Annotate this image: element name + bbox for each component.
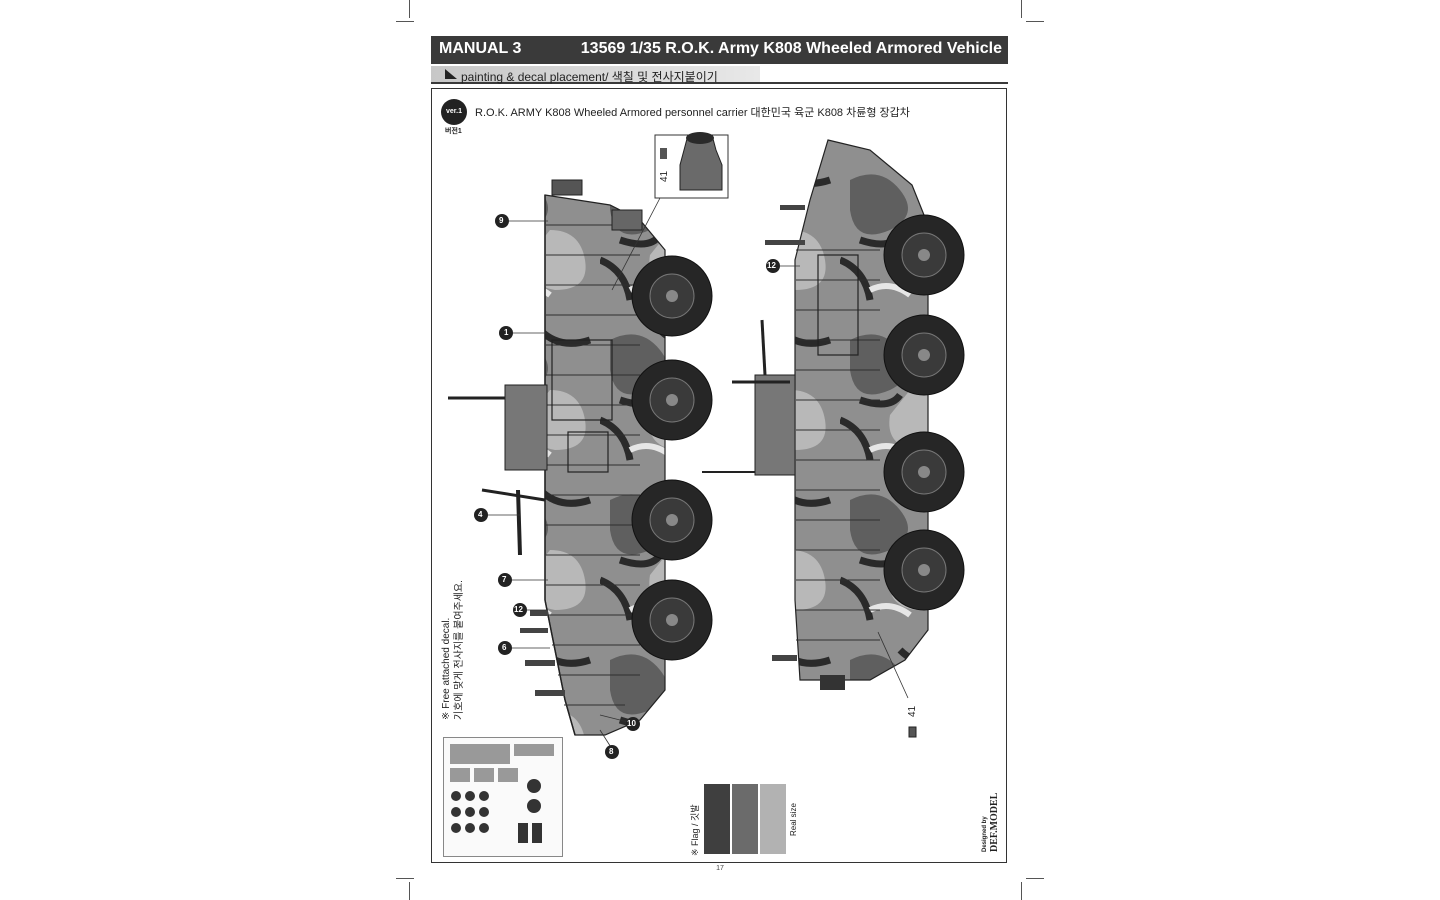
crop-mark bbox=[1026, 21, 1044, 22]
color-swatch-dark bbox=[704, 784, 730, 854]
version-badge: ver.1 bbox=[441, 99, 467, 125]
callout-1: 1 bbox=[504, 328, 509, 337]
callout-6: 6 bbox=[502, 643, 507, 652]
callout-7: 7 bbox=[502, 575, 507, 584]
callout-8: 8 bbox=[609, 747, 614, 756]
crop-mark bbox=[396, 21, 414, 22]
callout-markers bbox=[474, 214, 780, 759]
vehicle-left-side-view bbox=[448, 179, 713, 736]
triangle-marker-icon bbox=[445, 69, 457, 79]
flag-label: ※ Flag / 깃발 bbox=[690, 804, 700, 856]
decal-sheet-art bbox=[450, 744, 554, 843]
callout-9: 9 bbox=[499, 216, 504, 225]
free-decal-note-ko: 기호에 맞게 전사지를 붙여주세요. bbox=[454, 580, 465, 720]
subheader-background bbox=[431, 66, 760, 84]
callout-12-right: 12 bbox=[767, 261, 776, 270]
callout-10: 10 bbox=[627, 719, 636, 728]
color-swatch-mid bbox=[732, 784, 758, 854]
product-title: 13569 1/35 R.O.K. Army K808 Wheeled Armo… bbox=[580, 40, 1002, 57]
callout-12: 12 bbox=[514, 605, 523, 614]
subheader-label: painting & decal placement/ 색칠 및 전사지붙이기 bbox=[461, 70, 718, 84]
subheader-rule bbox=[431, 82, 1008, 84]
decal-sheet-thumbnail bbox=[443, 737, 563, 857]
free-decal-note-en: ※ Free attached decal. bbox=[441, 617, 452, 720]
callout-41-inset: 41 bbox=[659, 170, 670, 182]
color-swatch-light bbox=[760, 784, 786, 854]
page-number: 17 bbox=[716, 865, 724, 872]
free-decal-note: ※ Free attached decal. 기호에 맞게 전사지를 붙여주세요… bbox=[440, 580, 466, 720]
crop-mark bbox=[409, 882, 410, 900]
manual-header: MANUAL 3 13569 1/35 R.O.K. Army K808 Whe… bbox=[431, 36, 1008, 64]
vehicle-title: R.O.K. ARMY K808 Wheeled Armored personn… bbox=[475, 107, 910, 119]
content-frame bbox=[431, 88, 1007, 863]
callout-leaders bbox=[483, 220, 800, 753]
brand-logo: DEF.MODEL bbox=[989, 792, 1000, 852]
designed-by-label: Designed by bbox=[982, 816, 988, 852]
crop-mark bbox=[1021, 0, 1022, 18]
real-size-label: Real size bbox=[789, 803, 798, 836]
crop-mark bbox=[1021, 882, 1022, 900]
callout-4: 4 bbox=[478, 510, 483, 519]
callout-41-right: 41 bbox=[907, 705, 918, 717]
vehicle-right-side-view bbox=[702, 139, 965, 738]
version-badge-ko: 버전1 bbox=[445, 128, 462, 135]
manual-label: MANUAL 3 bbox=[439, 40, 522, 57]
section-subheader: painting & decal placement/ 색칠 및 전사지붙이기 bbox=[431, 66, 1008, 84]
inset-detail-box bbox=[611, 132, 729, 291]
crop-mark bbox=[1026, 878, 1044, 879]
crop-mark bbox=[409, 0, 410, 18]
crop-mark bbox=[396, 878, 414, 879]
